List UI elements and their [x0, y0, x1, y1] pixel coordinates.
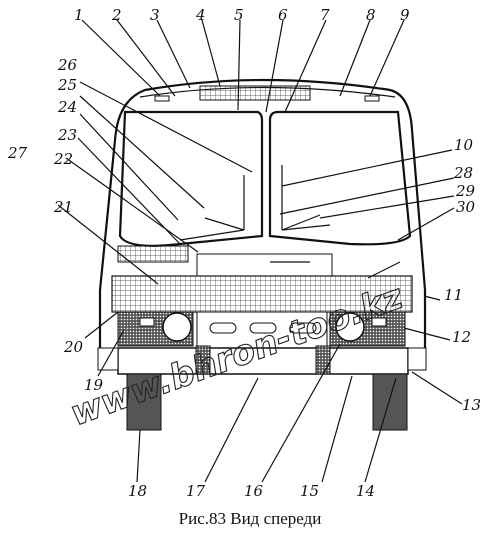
route-sign-panel [199, 85, 311, 101]
callout-5: 5 [234, 6, 244, 24]
callout-4: 4 [195, 6, 206, 24]
wheel-right [372, 373, 408, 431]
route-plate [117, 245, 189, 263]
headlight-right [335, 312, 365, 342]
callout-14: 14 [356, 482, 375, 500]
callout-23: 23 [57, 126, 77, 144]
callout-15: 15 [300, 482, 319, 500]
vent-slot [249, 322, 277, 334]
callout-21: 21 [53, 198, 73, 216]
callout-7: 7 [320, 6, 330, 24]
callout-1: 1 [74, 6, 84, 24]
callout-26: 26 [57, 56, 78, 74]
callout-27: 27 [7, 144, 28, 162]
bumper-guard-left [195, 345, 211, 375]
callout-numbers: 1 2 3 4 5 6 7 8 9 10 11 12 13 14 15 16 1… [7, 6, 481, 500]
wiper-left [179, 175, 245, 241]
wheel-left [126, 373, 162, 431]
marker-lamp-left [154, 95, 170, 102]
callout-3: 3 [150, 6, 160, 24]
callout-18: 18 [128, 482, 147, 500]
callout-24: 24 [57, 98, 77, 116]
windshield-left [118, 110, 264, 247]
callout-8: 8 [366, 6, 376, 24]
bumper-end-right [407, 347, 427, 371]
callout-6: 6 [278, 6, 288, 24]
callout-2: 2 [111, 6, 122, 24]
figure-caption: Рис.83 Вид спереди [179, 509, 322, 528]
windshield-right [268, 110, 412, 246]
callout-19: 19 [84, 376, 104, 394]
callout-12: 12 [452, 328, 471, 346]
callout-11: 11 [444, 286, 463, 304]
leader-lines [57, 19, 463, 483]
callout-30: 30 [456, 198, 476, 216]
callout-28: 28 [453, 164, 473, 182]
callout-13: 13 [462, 396, 481, 414]
hood-panel [196, 253, 333, 277]
callout-29: 29 [455, 182, 476, 200]
callout-9: 9 [400, 6, 410, 24]
turn-lamp-right [371, 317, 387, 327]
callout-17: 17 [186, 482, 206, 500]
turn-lamp-left [139, 317, 155, 327]
bumper-guard-right [315, 345, 331, 375]
vent-slot [209, 322, 237, 334]
wiper-right [281, 165, 331, 231]
radiator-grille [111, 275, 413, 313]
callout-22: 22 [53, 150, 73, 168]
bus-body-outline [98, 78, 427, 352]
marker-lamp-right [364, 95, 380, 102]
callout-10: 10 [454, 136, 474, 154]
vent-slot [289, 322, 317, 334]
callout-25: 25 [57, 76, 77, 94]
headlight-left [162, 312, 192, 342]
callout-16: 16 [244, 482, 264, 500]
callout-20: 20 [63, 338, 84, 356]
